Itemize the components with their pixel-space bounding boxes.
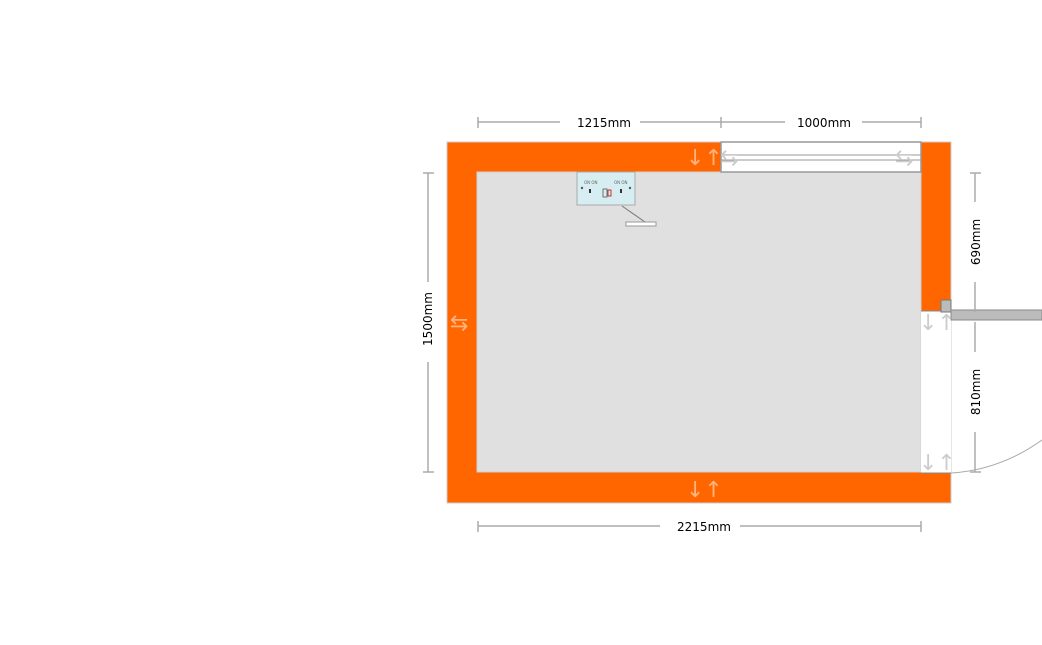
dimension-label: 1500mm (421, 292, 435, 346)
double-socket-icon[interactable]: ON ON ON ON (576, 171, 657, 227)
dimension-right-upper: 690mm (969, 172, 983, 312)
dimension-label: 2215mm (677, 520, 731, 534)
dimension-bottom: 2215mm (477, 520, 922, 534)
dimension-label: 1000mm (797, 116, 851, 130)
svg-text:↓↑: ↓↑ (919, 451, 956, 476)
svg-text:↓↑: ↓↑ (919, 311, 956, 336)
svg-text:↓↑: ↓↑ (686, 478, 723, 503)
svg-text:ON ON: ON ON (584, 180, 598, 185)
dimension-label: 810mm (969, 369, 983, 415)
svg-text:⇆: ⇆ (895, 146, 913, 171)
window-icon[interactable] (720, 141, 922, 173)
door-swing-icon[interactable] (921, 299, 1042, 474)
svg-text:⇆: ⇆ (720, 146, 738, 171)
wall-resize-arrow-icon[interactable]: ↓↑ ↓↑ ⇆ ⇆ ⇆ ↓↑ ↓↑ (450, 146, 956, 503)
dimension-top-left: 1215mm (477, 116, 722, 130)
dimension-left: 1500mm (421, 172, 435, 473)
dimension-label: 1215mm (577, 116, 631, 130)
svg-text:⇆: ⇆ (450, 311, 468, 336)
dimension-label: 690mm (969, 219, 983, 265)
dimension-right-lower: 810mm (969, 322, 983, 473)
svg-text:↓↑: ↓↑ (686, 146, 723, 171)
dimension-top-right: 1000mm (721, 116, 922, 130)
svg-text:ON ON: ON ON (614, 180, 628, 185)
room-floor[interactable] (476, 171, 922, 473)
